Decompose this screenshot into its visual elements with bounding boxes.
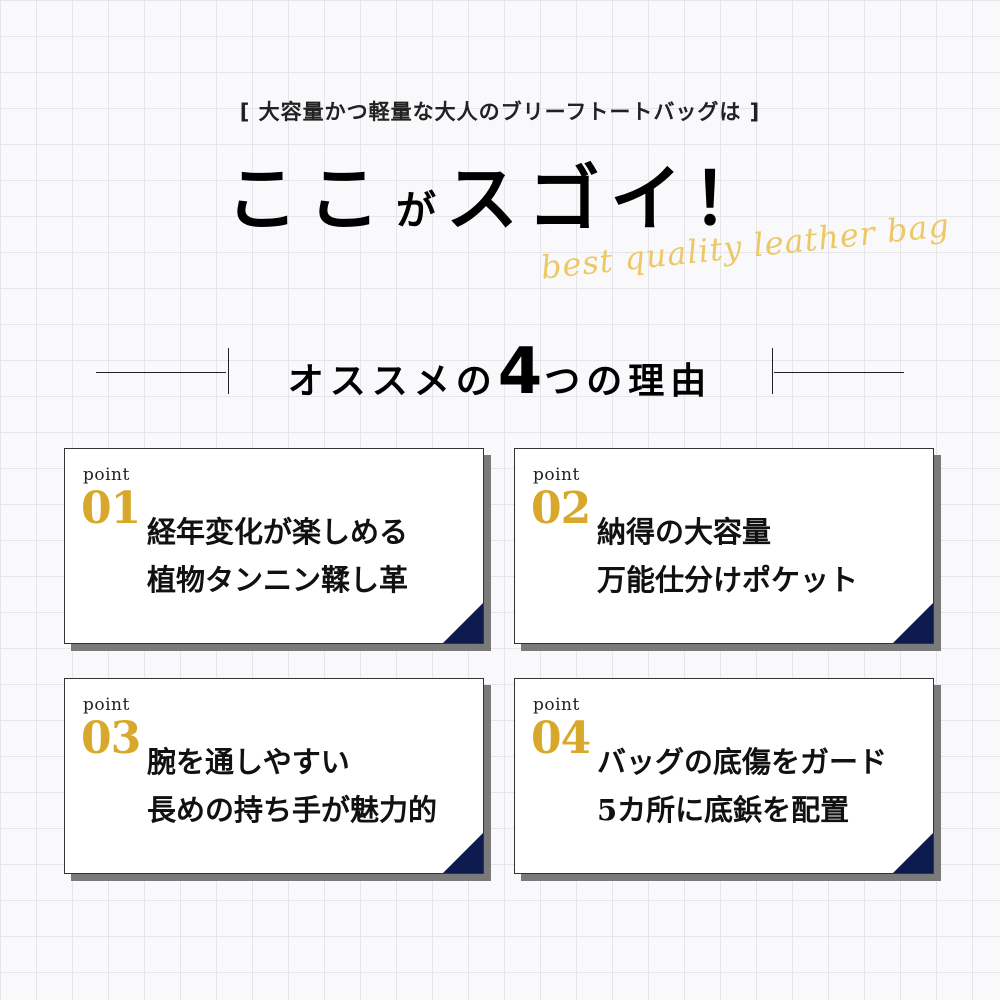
point-label: point: [83, 465, 130, 485]
corner-triangle: [443, 833, 483, 873]
point-text-line2: 万能仕分けポケット: [597, 563, 859, 597]
divider-right: [774, 372, 904, 373]
point-text-line1: バッグの底傷をガード: [597, 745, 888, 779]
point-number: 03: [81, 713, 141, 764]
section-title-part-b: つの理由: [544, 361, 713, 402]
headline-part-a: ここ: [225, 157, 390, 241]
point-card-3: point 03 腕を通しやすい 長めの持ち手が魅力的: [64, 678, 484, 874]
divider-left: [96, 372, 226, 373]
section-title-number: 4: [497, 335, 545, 409]
point-text-line1: 納得の大容量: [597, 515, 772, 549]
point-number: 02: [531, 483, 591, 534]
corner-triangle: [893, 603, 933, 643]
point-text-line2: 長めの持ち手が魅力的: [147, 793, 438, 827]
headline-part-b: が: [396, 188, 440, 234]
point-text-line2: 5カ所に底鋲を配置: [597, 793, 850, 827]
subtitle: [ 大容量かつ軽量な大人のブリーフトートバッグは ]: [239, 100, 761, 124]
point-label: point: [83, 695, 130, 715]
point-card-1: point 01 経年変化が楽しめる 植物タンニン鞣し革: [64, 448, 484, 644]
headline-part-c: スゴイ！: [446, 157, 775, 241]
corner-triangle: [443, 603, 483, 643]
headline: ここがスゴイ！: [0, 140, 1000, 245]
point-card-4: point 04 バッグの底傷をガード 5カ所に底鋲を配置: [514, 678, 934, 874]
point-text-line1: 経年変化が楽しめる: [147, 515, 409, 549]
bracket-right: [772, 348, 773, 394]
section-title: オススメの4つの理由: [0, 340, 1000, 404]
corner-triangle: [893, 833, 933, 873]
section-title-text: オススメの4つの理由: [240, 340, 760, 412]
bracket-left: [228, 348, 229, 394]
point-text-line2: 植物タンニン鞣し革: [147, 563, 409, 597]
point-text-line1: 腕を通しやすい: [147, 745, 350, 779]
point-number: 01: [81, 483, 141, 534]
point-label: point: [533, 465, 580, 485]
point-label: point: [533, 695, 580, 715]
point-number: 04: [531, 713, 591, 764]
section-title-part-a: オススメの: [287, 361, 498, 402]
point-card-2: point 02 納得の大容量 万能仕分けポケット: [514, 448, 934, 644]
